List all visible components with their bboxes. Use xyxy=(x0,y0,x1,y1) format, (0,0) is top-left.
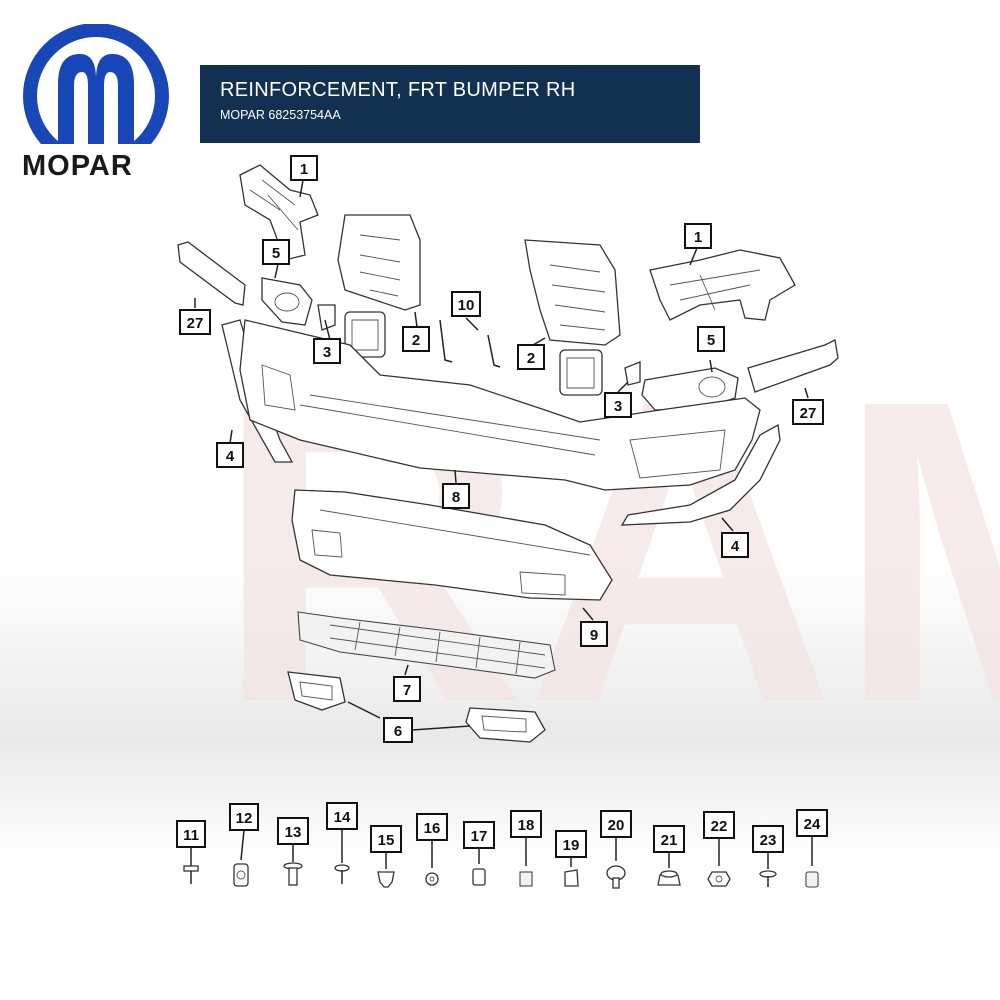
hardware-21-nut: 21 xyxy=(653,825,685,886)
svg-text:11: 11 xyxy=(183,827,199,844)
callout-3a: 3 xyxy=(313,338,341,364)
hardware-12-nut: 12 xyxy=(229,803,259,887)
svg-text:2: 2 xyxy=(527,350,535,367)
svg-text:19: 19 xyxy=(563,837,580,854)
callout-4b: 4 xyxy=(721,532,749,558)
svg-text:9: 9 xyxy=(590,627,598,644)
part-3-right-mount xyxy=(559,349,641,396)
svg-text:13: 13 xyxy=(285,824,302,841)
svg-text:8: 8 xyxy=(452,489,460,506)
callout-3b: 3 xyxy=(604,392,632,418)
svg-text:27: 27 xyxy=(800,405,817,422)
callout-27b: 27 xyxy=(792,399,824,425)
svg-text:24: 24 xyxy=(804,816,821,833)
svg-text:10: 10 xyxy=(458,297,475,314)
part-number: MOPAR 68253754AA xyxy=(220,108,341,122)
svg-text:3: 3 xyxy=(614,398,622,415)
hardware-row: 11 12 13 14 15 16 xyxy=(176,802,828,889)
svg-text:5: 5 xyxy=(707,332,715,349)
callout-8: 8 xyxy=(442,483,470,509)
part-8-bumper xyxy=(239,319,761,491)
svg-text:18: 18 xyxy=(518,817,535,834)
svg-text:1: 1 xyxy=(300,161,308,178)
svg-text:20: 20 xyxy=(608,817,625,834)
svg-text:4: 4 xyxy=(226,448,235,465)
svg-text:22: 22 xyxy=(711,818,728,835)
part-4-right-endcap xyxy=(620,423,781,526)
part-7-grille xyxy=(297,611,556,679)
svg-text:2: 2 xyxy=(412,332,420,349)
hardware-19-clip: 19 xyxy=(555,830,587,887)
title-banner: REINFORCEMENT, FRT BUMPER RH MOPAR 68253… xyxy=(200,65,700,143)
callout-27a: 27 xyxy=(179,309,211,335)
hardware-17-clip: 17 xyxy=(463,821,495,886)
svg-text:4: 4 xyxy=(731,538,740,555)
svg-text:12: 12 xyxy=(236,810,253,827)
mopar-logo-icon xyxy=(18,24,188,174)
hardware-15-clip: 15 xyxy=(370,825,402,888)
svg-text:5: 5 xyxy=(272,245,280,262)
part-1-right-bracket xyxy=(649,249,796,321)
hardware-14-screw: 14 xyxy=(326,802,358,884)
part-10-rods xyxy=(439,319,501,368)
part-27-left-trim xyxy=(177,241,246,306)
callout-5b: 5 xyxy=(697,326,725,352)
part-2-right-plate xyxy=(524,239,621,346)
svg-text:6: 6 xyxy=(394,723,402,740)
callout-2b: 2 xyxy=(517,344,545,370)
svg-text:23: 23 xyxy=(760,832,777,849)
callout-1b: 1 xyxy=(684,223,712,249)
callout-10: 10 xyxy=(451,291,481,317)
part-2-left-plate xyxy=(337,214,421,311)
hardware-13-screw: 13 xyxy=(277,817,309,886)
part-5-left-bezel xyxy=(261,277,313,326)
hardware-11-bolt: 11 xyxy=(176,820,206,884)
svg-text:1: 1 xyxy=(694,229,702,246)
svg-text:21: 21 xyxy=(661,832,678,849)
callout-7: 7 xyxy=(393,676,421,702)
hardware-20-pushpin: 20 xyxy=(600,810,632,889)
part-9-lower-fascia xyxy=(291,489,613,601)
callout-4a: 4 xyxy=(216,442,244,468)
part-title: REINFORCEMENT, FRT BUMPER RH xyxy=(220,79,576,101)
callout-6: 6 xyxy=(383,717,413,743)
leader-lines xyxy=(194,179,809,731)
svg-text:14: 14 xyxy=(334,809,351,826)
callout-9: 9 xyxy=(580,621,608,647)
part-6-right-bezel xyxy=(465,707,546,743)
svg-text:27: 27 xyxy=(187,315,204,332)
svg-text:3: 3 xyxy=(323,344,331,361)
logo-text: MOPAR xyxy=(22,150,133,182)
svg-text:17: 17 xyxy=(471,828,488,845)
hardware-23-screw: 23 xyxy=(752,825,784,887)
part-6-left-bezel xyxy=(287,671,346,711)
callout-1a: 1 xyxy=(290,155,318,181)
svg-text:15: 15 xyxy=(378,832,395,849)
part-27-right-trim xyxy=(747,339,839,393)
hardware-22-nut: 22 xyxy=(703,811,735,887)
hardware-24-clip: 24 xyxy=(796,809,828,888)
callout-5a: 5 xyxy=(262,239,290,265)
part-1-left-bracket xyxy=(239,164,319,261)
svg-text:16: 16 xyxy=(424,820,441,837)
hardware-16-washer: 16 xyxy=(416,813,448,886)
part-3-left-mount xyxy=(317,304,386,358)
svg-text:7: 7 xyxy=(403,682,411,699)
hardware-18-clip: 18 xyxy=(510,810,542,887)
callout-2a: 2 xyxy=(402,326,430,352)
